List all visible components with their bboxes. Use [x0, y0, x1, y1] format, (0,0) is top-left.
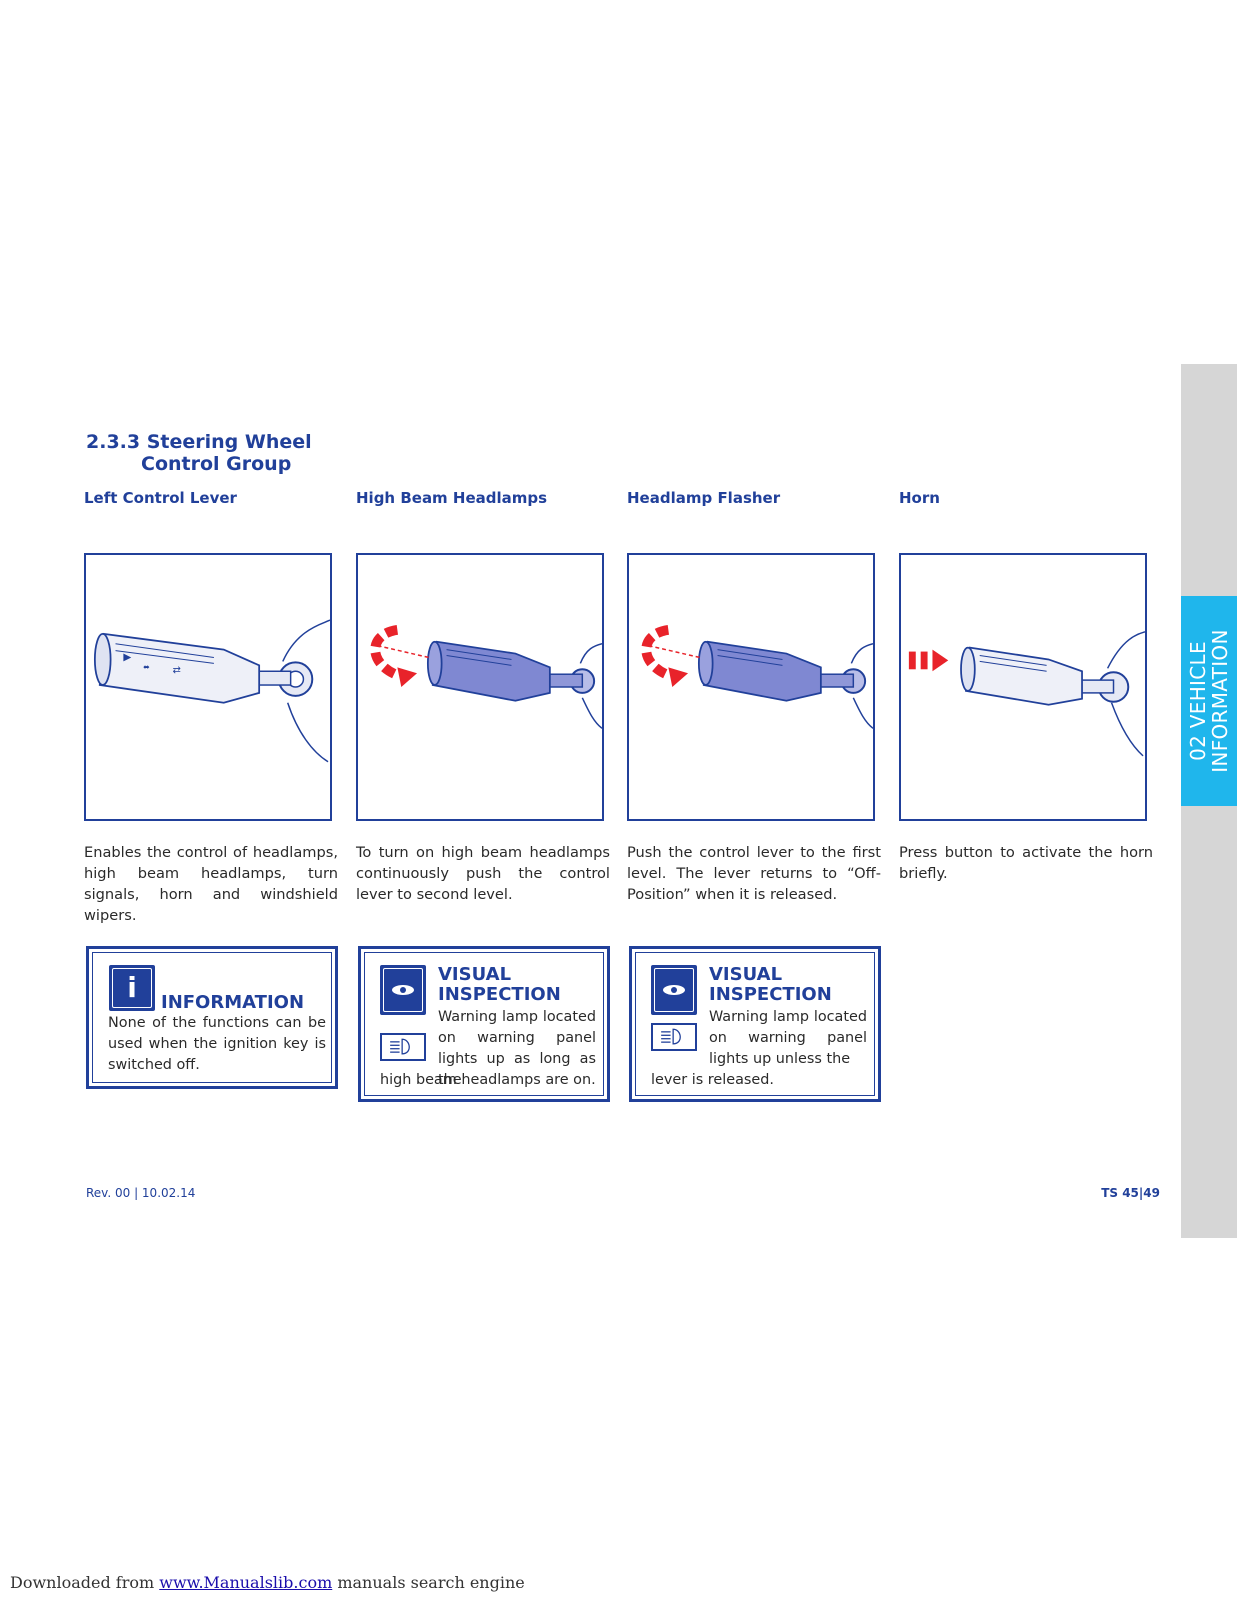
desc-horn: Press button to activate the horn briefl…	[899, 844, 1153, 882]
heading-horn: Horn	[899, 489, 940, 507]
visual-inspection-title: VISUAL INSPECTION	[709, 964, 832, 1005]
eye-icon	[380, 965, 426, 1015]
download-credit: Downloaded from www.Manualslib.com manua…	[10, 1573, 525, 1592]
info-icon: i	[109, 965, 155, 1011]
svg-text:⇄: ⇄	[173, 665, 181, 676]
lever-illustration: ⬌ ⇄	[93, 619, 330, 763]
information-note: i INFORMATION None of the functions can …	[86, 946, 338, 1089]
figure-horn	[899, 553, 1147, 821]
page-number: TS 45|49	[1101, 1186, 1160, 1200]
visual-inspection-title: VISUAL INSPECTION	[438, 964, 561, 1005]
high-beam-lamp-icon	[651, 1023, 697, 1051]
heading-left-control-lever: Left Control Lever	[84, 489, 237, 507]
visual-inspection-text-wrap: Warning lamp located on warning panel li…	[438, 1009, 596, 1088]
chapter-tab[interactable]: 02 VEHICLE INFORMATION	[1181, 596, 1237, 806]
eye-icon	[651, 965, 697, 1015]
visual-inspection-text-full: high beam headlamps are on.	[380, 1072, 596, 1088]
figure-headlamp-flasher	[627, 553, 875, 821]
section-title: 2.3.3 Steering Wheel Control Group	[86, 431, 312, 475]
visual-inspection-note-flasher: VISUAL INSPECTION Warning lamp located o…	[629, 946, 881, 1102]
desc-left-control-lever: Enables the control of headlamps, high b…	[84, 844, 338, 924]
lever-horn-illustration	[908, 631, 1145, 757]
heading-headlamp-flasher: Headlamp Flasher	[627, 489, 781, 507]
high-beam-lamp-icon	[380, 1033, 426, 1061]
revision-footer: Rev. 00 | 10.02.14	[86, 1186, 196, 1200]
visual-inspection-text-wrap: Warning lamp located on warning panel li…	[709, 1009, 867, 1067]
figure-high-beam	[356, 553, 604, 821]
download-prefix: Downloaded from	[10, 1573, 160, 1592]
information-text: None of the functions can be used when t…	[108, 1015, 326, 1073]
lever-high-beam-illustration	[370, 625, 602, 729]
lever-flasher-illustration	[641, 625, 873, 729]
desc-high-beam: To turn on high beam headlamps continuou…	[356, 844, 610, 903]
svg-text:⬌: ⬌	[143, 662, 150, 671]
visual-inspection-note-high-beam: VISUAL INSPECTION Warning lamp located o…	[358, 946, 610, 1102]
information-title: INFORMATION	[161, 992, 305, 1013]
visual-inspection-text-full: lever is released.	[651, 1072, 774, 1088]
figure-left-control-lever: ⬌ ⇄	[84, 553, 332, 821]
desc-headlamp-flasher: Push the control lever to the first leve…	[627, 844, 881, 903]
heading-high-beam: High Beam Headlamps	[356, 489, 548, 507]
manualslib-link[interactable]: www.Manualslib.com	[159, 1573, 333, 1592]
chapter-tab-label: 02 VEHICLE INFORMATION	[1186, 629, 1232, 773]
download-suffix: manuals search engine	[332, 1573, 525, 1592]
